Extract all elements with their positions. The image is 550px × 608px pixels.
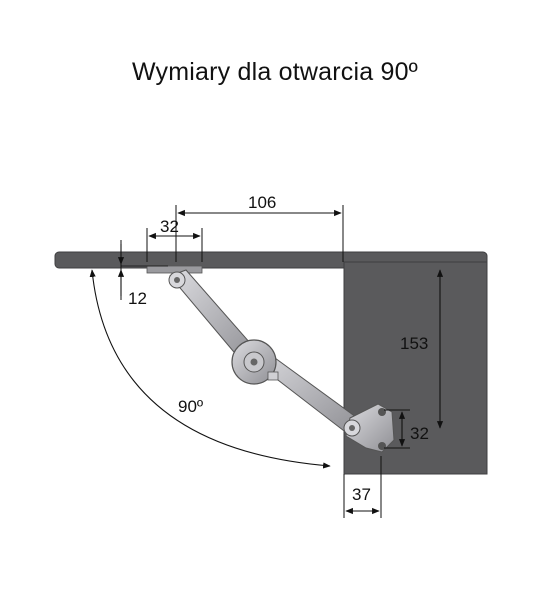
dimension-label-32-right: 32 xyxy=(410,424,429,443)
dimension-32-top: 32 xyxy=(146,217,203,262)
dimension-label-12: 12 xyxy=(128,289,147,308)
dimension-37: 37 xyxy=(343,456,382,518)
dimension-label-106: 106 xyxy=(248,193,276,212)
diagram-title: Wymiary dla otwarcia 90º xyxy=(131,58,418,86)
angle-label-90: 90º xyxy=(178,397,203,416)
opening-angle-arc: 90º xyxy=(89,269,331,469)
dimension-label-153: 153 xyxy=(400,334,428,353)
dimension-label-37: 37 xyxy=(352,485,371,504)
dimension-label-32-top: 32 xyxy=(160,217,179,236)
dimension-32-right: 32 xyxy=(384,409,429,449)
dimension-153: 153 xyxy=(400,269,444,429)
dimension-12: 12 xyxy=(117,240,168,308)
